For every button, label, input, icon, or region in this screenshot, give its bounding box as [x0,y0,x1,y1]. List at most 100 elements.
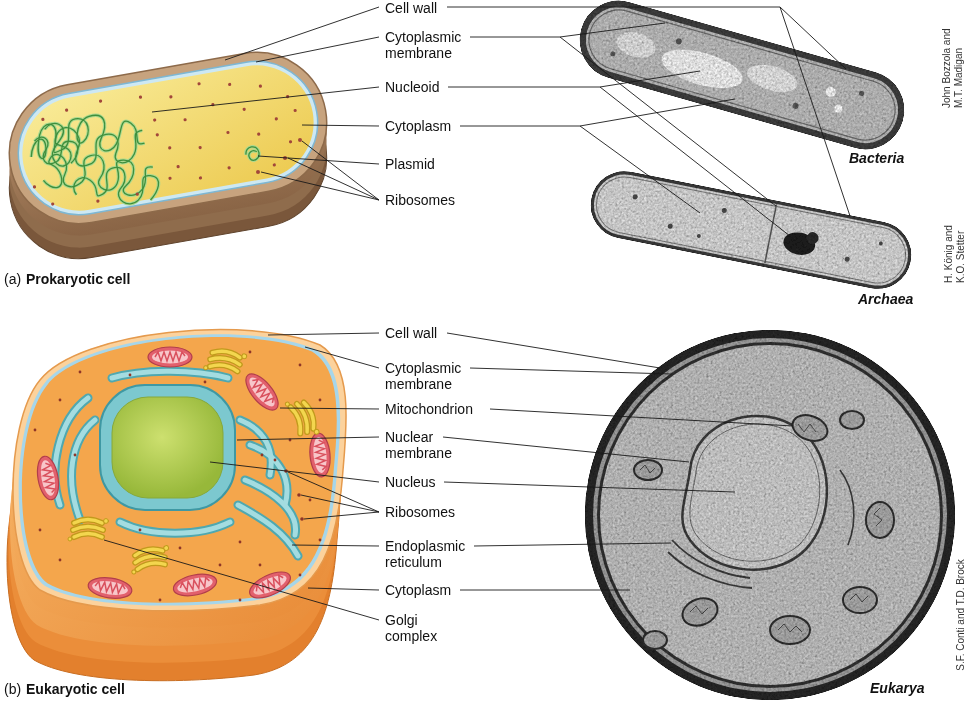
part-label: Cytoplasm [385,582,451,598]
endoplasmic-reticulum [120,522,230,533]
prokaryotic-cell-drawing [197,82,201,86]
ribosome-dot [59,559,62,562]
golgi-drawing [128,545,172,574]
part-label: Cytoplasmic membrane [385,29,485,61]
archaeon-micrograph [696,234,701,239]
leader-line [256,37,379,62]
part-label: Plasmid [385,156,435,172]
part-label: Ribosomes [385,504,455,520]
prokaryotic-cell-drawing [153,118,157,122]
endoplasmic-reticulum [72,420,95,520]
prokaryotic-cell-drawing [0,41,338,234]
eukaryote-micrograph [770,616,810,644]
prokaryotic-cell-drawing [227,166,231,170]
eukaryote-micrograph [668,552,752,588]
leader-line [448,71,795,240]
prokaryotic-cell-drawing [26,106,161,219]
domain-label: Eukarya [870,680,924,696]
archaeon-micrograph [879,241,884,246]
eukaryote-micrograph [840,411,864,429]
archaeon-micrograph [765,204,777,263]
eukaryote-micrograph [634,411,894,649]
ribosome-dot [261,454,264,457]
mitochondrion-drawing [148,347,192,367]
eukaryote-micrograph [874,508,882,526]
eukaryote-micrograph [640,465,655,473]
prokaryotic-cell-drawing [168,176,172,180]
bacterium-micrograph [610,51,616,57]
prokaryotic-cell-drawing [169,95,173,99]
leader-line [261,141,379,200]
mitochondrion-drawing [308,432,332,478]
prokaryotic-cell-drawing [20,66,307,213]
ribosome-dot [299,574,302,577]
prokaryotic-cell-drawing [183,118,187,122]
eukaryote-micrograph [789,411,831,446]
ribosome-dot [79,371,82,374]
prokaryotic-cell-drawing [13,56,322,219]
eukaryotic-cell-drawing [13,330,346,611]
endoplasmic-reticulum [112,371,228,378]
endoplasmic-reticulum [55,398,88,505]
eukaryotic-cell-drawing [19,334,341,605]
prokaryotic-cell-drawing [289,140,293,144]
eukaryote-micrograph [597,342,943,688]
bacterium-micrograph [744,60,801,97]
eukaryote-micrograph [866,502,894,538]
leader-line [104,540,379,620]
bacterium-micrograph [574,0,909,155]
endoplasmic-reticulum [112,371,228,378]
archaeon-micrograph [721,208,727,214]
ribosome-dot [319,539,322,542]
prokaryotic-cell-drawing [9,52,328,225]
leader-line [447,333,660,368]
part-label: Endoplasmic reticulum [385,538,485,570]
prokaryotic-cell-drawing [274,117,278,121]
ribosome-dot [34,351,322,602]
domain-label: Bacteria [849,150,904,166]
bacterium-micrograph [582,3,902,147]
eukaryote-micrograph [843,587,877,613]
eukaryote-micrograph [593,338,947,692]
eukaryote-micrograph [679,594,722,631]
eukaryote-micrograph [640,424,882,632]
prokaryotic-cell-drawing [242,107,246,111]
prokaryotic-cell-drawing [99,99,103,103]
mitochondrion-drawing [240,369,284,416]
nucleus-drawing [100,385,235,510]
leader-line [490,409,793,426]
ribosome-dot [204,381,207,384]
ribosome-dot [249,351,252,354]
panel-letter: (b) [4,681,21,697]
prokaryotic-cell-drawing [198,146,202,150]
part-label: Cell wall [385,0,437,16]
prokaryotic-cell-drawing [168,146,172,150]
prokaryotic-cell-drawing [176,165,180,169]
prokaryotic-cell-drawing [226,131,230,135]
photo-credit: S.F. Conti and T.D. Brock [955,559,967,671]
golgi-drawing [285,395,320,441]
archaeon-micrograph [844,256,850,262]
leader-line [470,23,776,206]
electron-micrograph [574,0,955,700]
prokaryotic-cell-drawing [272,163,276,167]
eukaryotic-cell-drawing [13,330,346,611]
leader-line [443,437,689,462]
prokaryotic-cell-drawing [135,192,139,196]
archaeon-micrograph [806,231,820,245]
leader-line [302,125,379,126]
ribosome-dot [59,399,62,402]
ribosome-dot [274,459,277,462]
ribosome-dot [239,599,242,602]
prokaryotic-cell-drawing [65,108,69,112]
ribosome-dot [39,529,42,532]
leader-line [210,462,379,482]
leader-line [474,543,671,546]
prokaryotic-cell-drawing [199,176,203,180]
bacterium-micrograph [858,90,864,96]
ribosome-dot [34,429,37,432]
prokaryotic-cell-drawing [33,185,37,189]
mitochondrion-drawing [171,571,218,600]
